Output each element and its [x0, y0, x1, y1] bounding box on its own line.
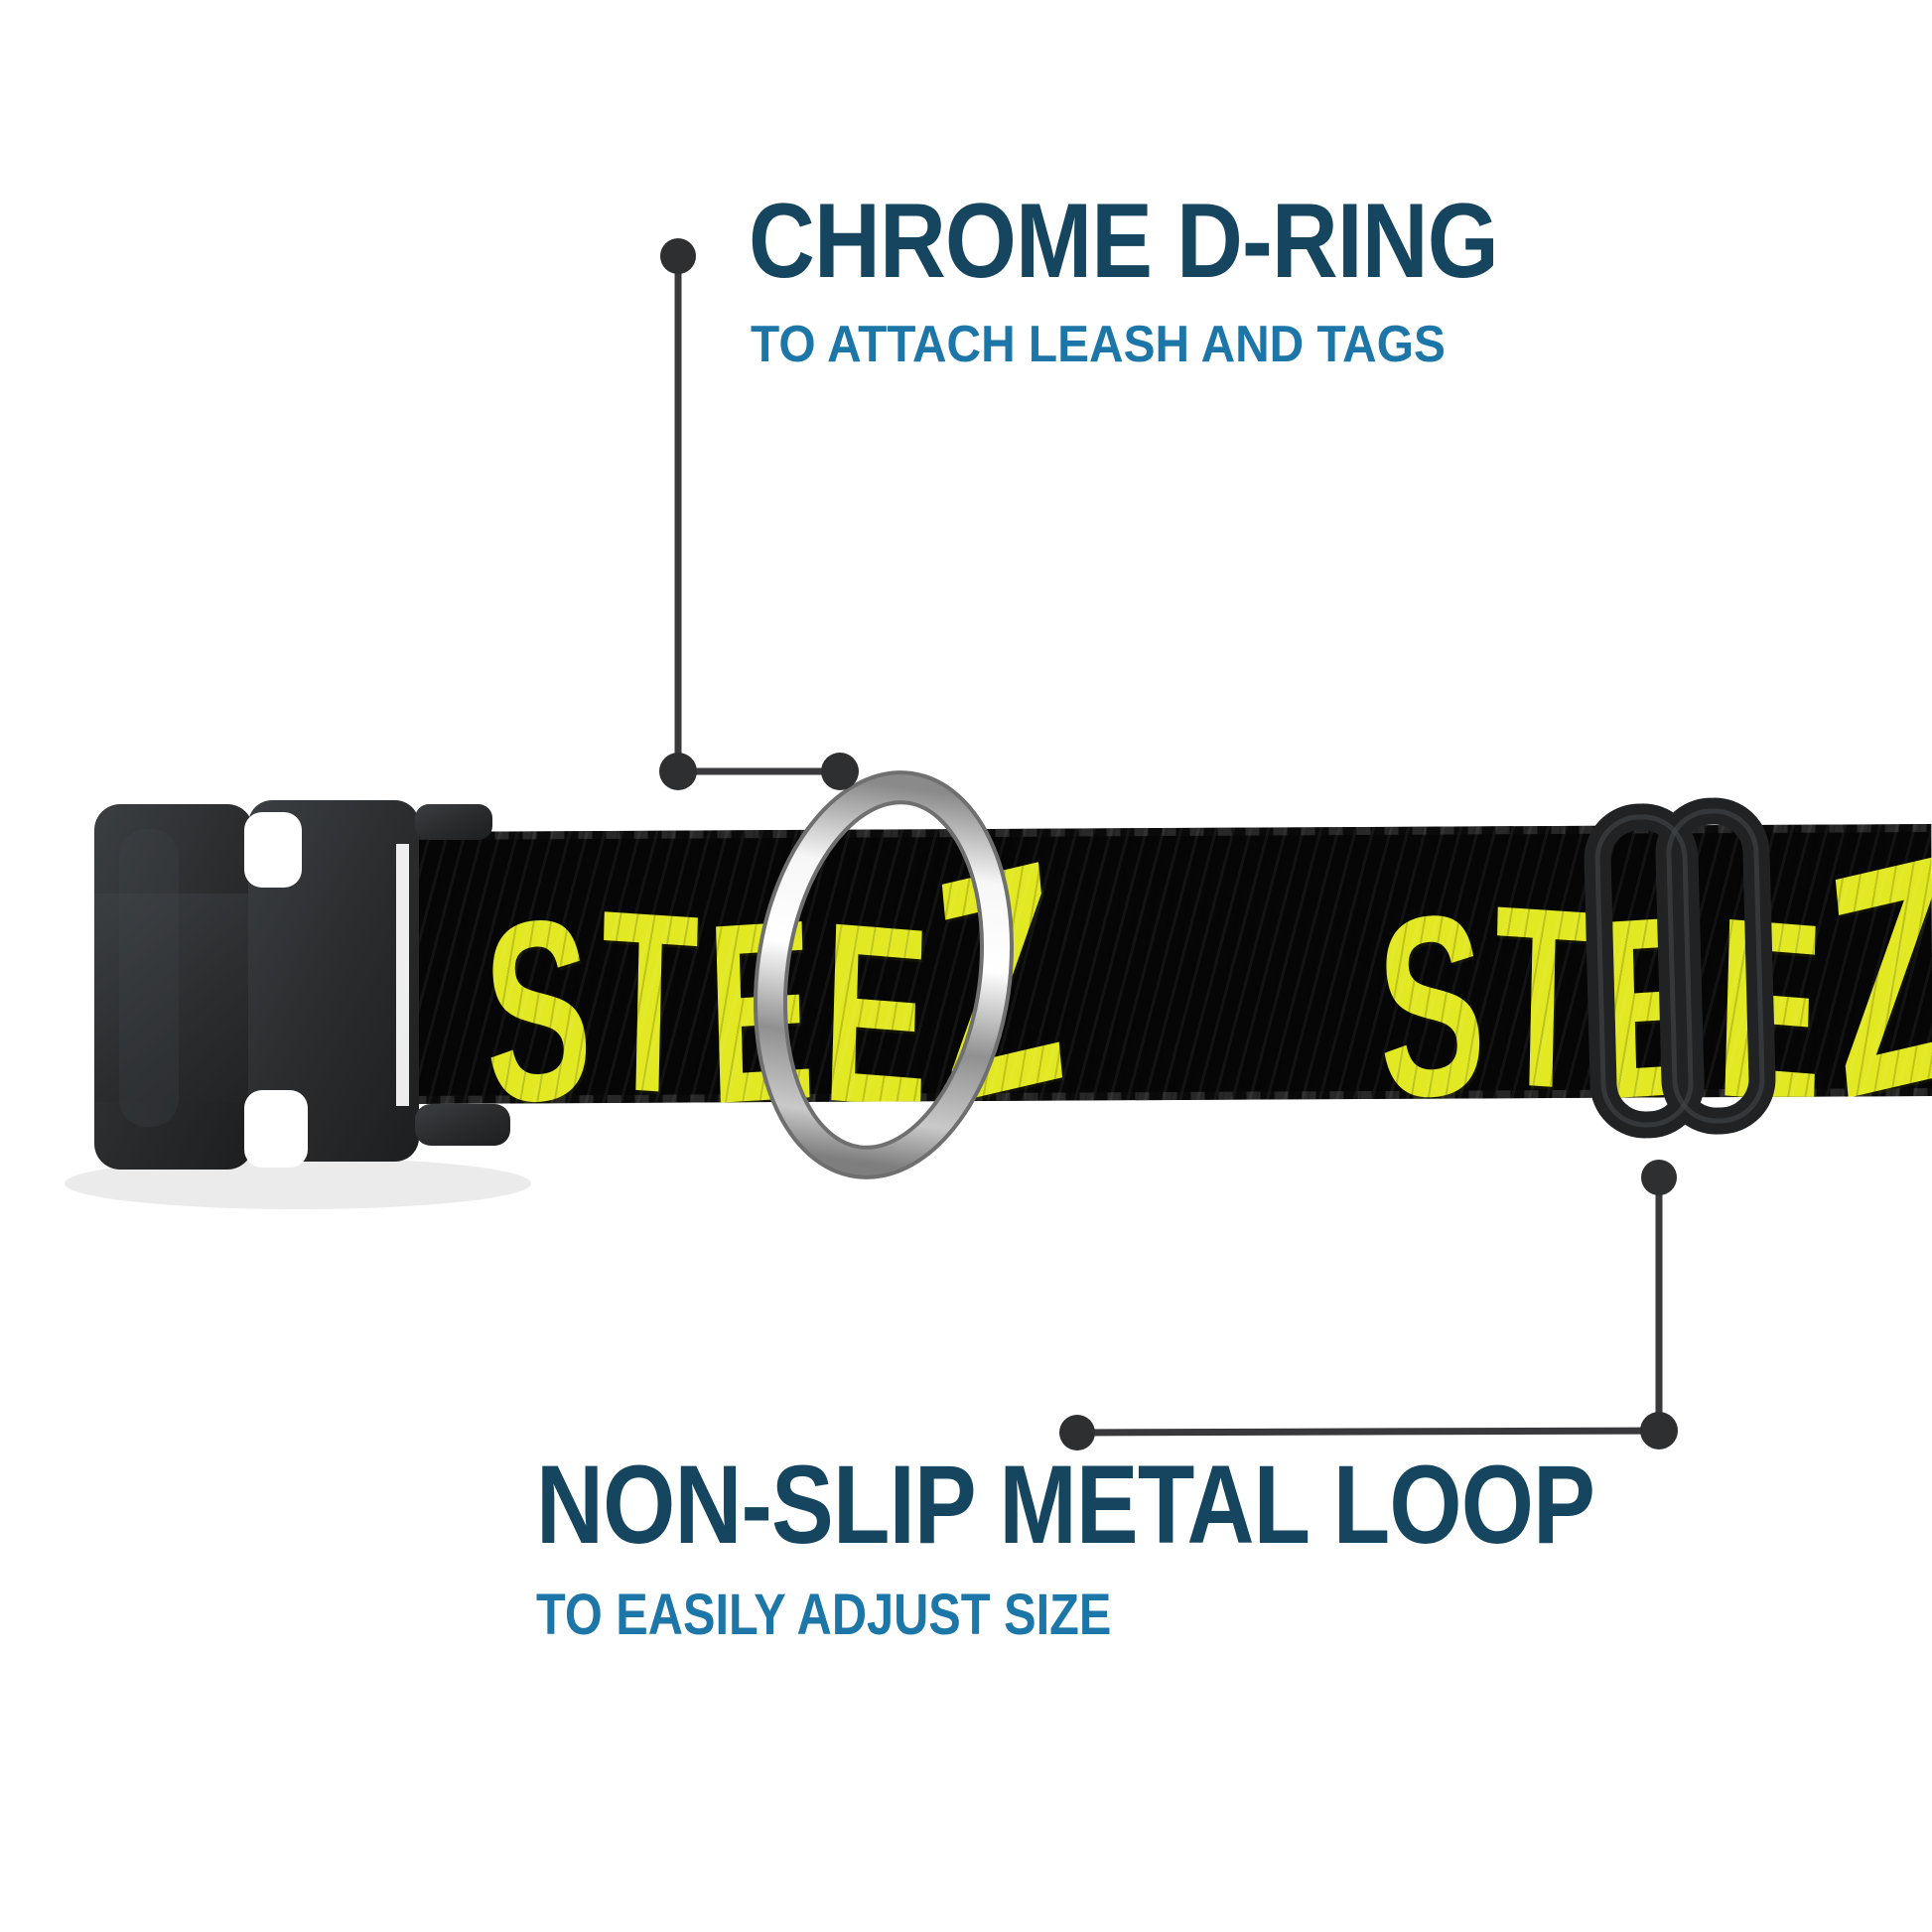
leader-line-horizontal — [1076, 1427, 1660, 1437]
top-callout-leader — [659, 238, 859, 790]
metal-loop-slider — [1584, 797, 1776, 1139]
chrome-d-ring — [753, 770, 1015, 1179]
callout-dot — [821, 753, 859, 790]
slider-right-highlight — [1666, 808, 1765, 1124]
callout-dot — [1641, 1160, 1677, 1195]
callout-dot — [659, 753, 697, 790]
callout-dot — [1640, 1412, 1678, 1449]
top-callout-subtitle: TO ATTACH LEASH AND TAGS — [751, 316, 1446, 373]
buckle-top-tab — [415, 804, 492, 840]
bottom-callout-subtitle: TO EASILY ADJUST SIZE — [536, 1583, 1112, 1647]
bottom-callout-title: NON-SLIP METAL LOOP — [536, 1443, 1595, 1567]
d-ring-chrome — [757, 774, 1011, 1175]
callout-dot — [660, 238, 696, 274]
bottom-callout-leader — [1059, 1160, 1678, 1450]
buckle-webbing-slit — [396, 844, 409, 1106]
buckle-shadow — [65, 1158, 531, 1209]
buckle-top-notch — [244, 812, 302, 888]
callout-dot — [1059, 1415, 1095, 1450]
buckle-body — [248, 800, 419, 1162]
slider-left-highlight — [1594, 814, 1694, 1128]
buckle-bottom-tab — [415, 1104, 510, 1146]
buckle-bottom-notch — [244, 1090, 308, 1168]
side-release-buckle — [94, 800, 510, 1170]
buckle-highlight — [119, 829, 179, 1127]
top-callout-title: CHROME D-RING — [749, 181, 1499, 300]
